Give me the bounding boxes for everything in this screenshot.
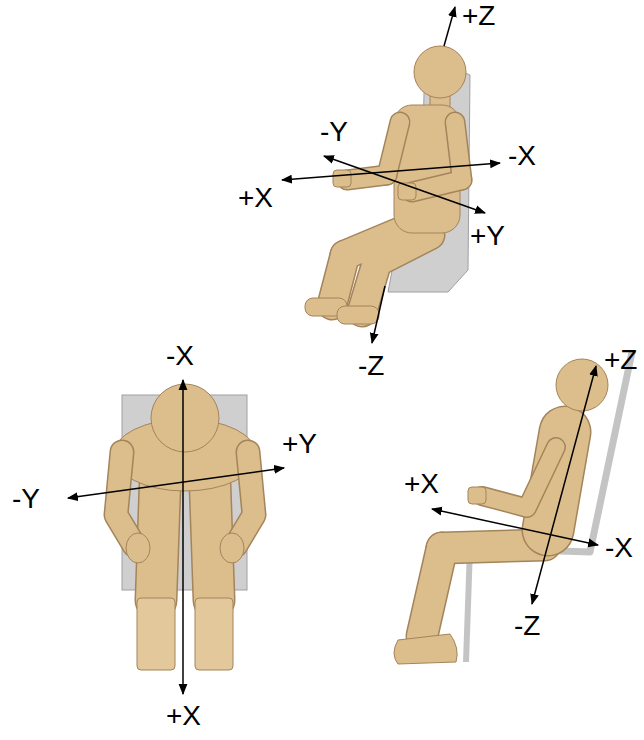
axis-label: -X [508,140,536,172]
axis-label: +X [404,468,439,500]
axis-label: -Y [320,116,348,148]
axis-label: -X [605,532,633,564]
axis-label: +X [238,182,273,214]
axis-label: -Y [12,483,40,515]
axis-label: +Z [604,344,637,376]
axis-label: -X [166,340,194,372]
axis-label: +Y [470,220,505,252]
axis-label: +Z [462,0,495,32]
axis-label: -Z [358,350,384,382]
axis-label: +Y [282,428,317,460]
axis-label: -Z [514,610,540,642]
axis-label: +X [166,700,201,732]
